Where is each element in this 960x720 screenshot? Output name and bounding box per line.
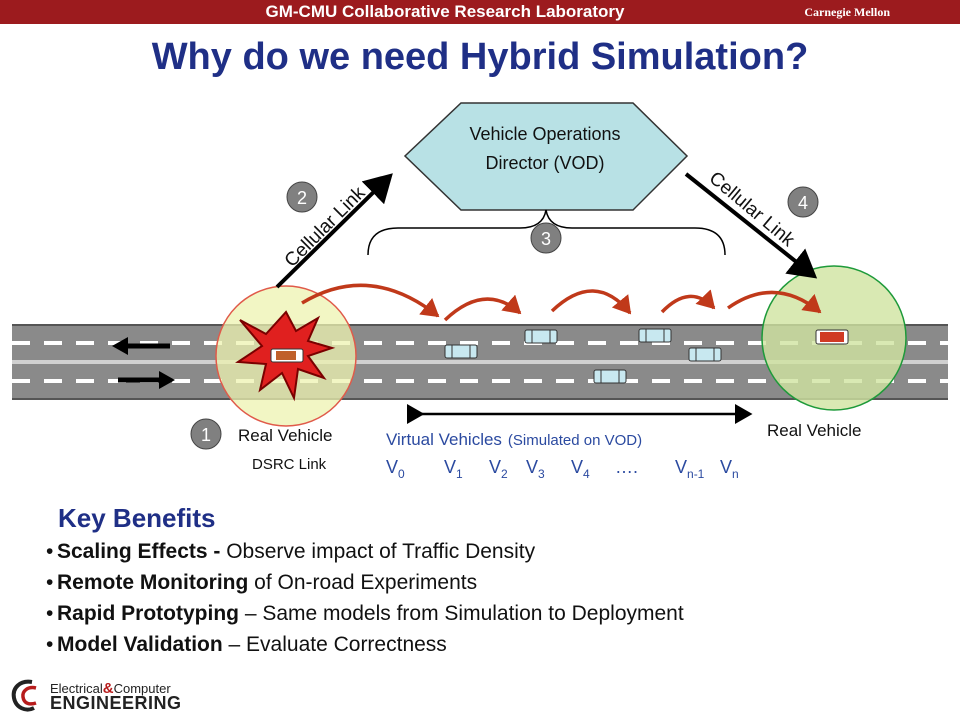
vehicle-seq-item: V3 bbox=[526, 457, 545, 481]
logo-line2: ENGINEERING bbox=[50, 693, 182, 713]
vehicle-seq-item: V4 bbox=[571, 457, 590, 481]
virtual-vehicle-icon bbox=[688, 347, 722, 362]
real-vehicle-left-label: Real Vehicle bbox=[238, 426, 333, 445]
vehicle-seq-item: V2 bbox=[489, 457, 508, 481]
step-marker-1: 1 bbox=[190, 418, 222, 450]
university-logo-text: Carnegie Mellon bbox=[804, 5, 890, 19]
cellular-link-left-arrow bbox=[275, 173, 393, 289]
vod-hexagon bbox=[403, 102, 689, 211]
virtual-vehicle-icon bbox=[444, 344, 478, 359]
virtual-vehicle-icon bbox=[524, 329, 558, 344]
virtual-vehicle-icon bbox=[593, 369, 627, 384]
benefit-item: •Remote Monitoring of On-road Experiment… bbox=[46, 571, 478, 594]
ece-logo-icon bbox=[11, 679, 37, 712]
slide-title: Why do we need Hybrid Simulation? bbox=[151, 36, 809, 78]
step-marker-2: 2 bbox=[286, 181, 318, 213]
real-vehicle-right-label: Real Vehicle bbox=[767, 421, 862, 440]
cellular-link-right-label: Cellular Link bbox=[705, 168, 799, 252]
virtual-vehicle-icon bbox=[638, 328, 672, 343]
vehicle-seq-item: …. bbox=[615, 457, 638, 477]
vod-label-line1: Vehicle Operations bbox=[469, 124, 620, 144]
svg-text:3: 3 bbox=[541, 229, 551, 249]
logo-line1: Electrical&Computer bbox=[50, 680, 171, 697]
cellular-link-right-arrow bbox=[684, 172, 818, 279]
vod-label-line2: Director (VOD) bbox=[485, 153, 604, 173]
traffic-left-arrow bbox=[112, 337, 170, 355]
real-vehicle-left-icon bbox=[270, 348, 304, 363]
svg-text:2: 2 bbox=[297, 188, 307, 208]
traffic-right-arrow bbox=[118, 371, 175, 389]
step-marker-4: 4 bbox=[787, 186, 819, 218]
vehicle-seq-item: Vn-1 bbox=[675, 457, 705, 481]
virtual-vehicles-label: Virtual Vehicles(Simulated on VOD) bbox=[386, 430, 642, 449]
hybrid-simulation-diagram: Vehicle Operations Director (VOD) Cellul… bbox=[12, 102, 948, 481]
dsrc-link-label: DSRC Link bbox=[252, 456, 327, 473]
step-marker-3: 3 bbox=[530, 222, 562, 254]
svg-text:4: 4 bbox=[798, 193, 808, 213]
benefits-list: •Scaling Effects - Observe impact of Tra… bbox=[46, 540, 684, 664]
lab-name: GM-CMU Collaborative Research Laboratory bbox=[265, 2, 625, 21]
benefit-item: •Model Validation – Evaluate Correctness bbox=[46, 633, 447, 656]
vehicle-sequence: V0 V1 V2 V3 V4 …. Vn-1 Vn bbox=[386, 457, 739, 481]
key-benefits-heading: Key Benefits bbox=[58, 503, 216, 533]
benefit-item: •Rapid Prototyping – Same models from Si… bbox=[46, 602, 684, 625]
vehicle-seq-item: Vn bbox=[720, 457, 739, 481]
real-vehicle-right-icon bbox=[815, 329, 849, 345]
hop-arrows bbox=[301, 283, 822, 322]
benefit-item: •Scaling Effects - Observe impact of Tra… bbox=[46, 540, 536, 563]
vod-brace bbox=[367, 209, 726, 256]
ece-logo: Electrical&Computer ENGINEERING bbox=[8, 674, 181, 716]
svg-text:1: 1 bbox=[201, 425, 211, 445]
vehicle-seq-item: V0 bbox=[386, 457, 405, 481]
vehicle-seq-item: V1 bbox=[444, 457, 463, 481]
header-bar: GM-CMU Collaborative Research Laboratory… bbox=[0, 0, 960, 24]
